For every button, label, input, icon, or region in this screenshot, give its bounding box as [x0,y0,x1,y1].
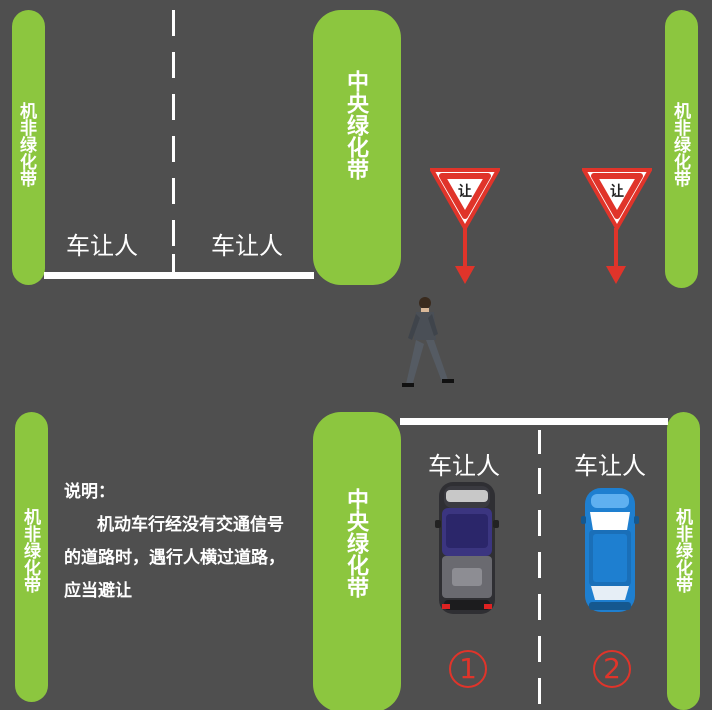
lane-divider-bottom-4 [538,552,541,578]
down-arrow-2 [606,228,626,284]
lane-divider-top-3 [172,94,175,120]
green-belt-top-left-label: 机非绿化带 [16,102,36,187]
lane-divider-top-6 [172,220,175,246]
lane-divider-bottom-7 [538,678,541,704]
yield-sign-2-text: 让 [610,183,624,200]
lane-label-top-right: 车让人 [211,232,283,260]
green-belt-bottom-left [15,412,48,702]
car-1-icon [435,482,499,614]
lane-divider-top-1 [172,10,175,36]
green-belt-top-left [12,10,45,285]
lane-divider-bottom-5 [538,594,541,620]
yield-sign-1: 让 [430,168,500,230]
pedestrian-icon [402,297,454,387]
lane-label-bottom-left: 车让人 [428,452,500,480]
median-top-label: 中央绿化带 [343,70,368,180]
green-belt-top-right [665,10,698,288]
note-line-2: 的道路时，遇行人横过道路， [64,548,285,568]
car-2-icon [581,488,639,612]
lane-label-bottom-right: 车让人 [574,452,646,480]
lane-divider-bottom-3 [538,510,541,536]
car-2-marker: 2 [593,650,631,688]
median-bottom-label: 中央绿化带 [343,488,368,598]
lane-divider-top-7 [172,254,175,272]
green-belt-bottom-right [667,412,700,710]
lane-divider-top-4 [172,136,175,162]
lane-divider-bottom-2 [538,468,541,494]
lane-divider-bottom-6 [538,636,541,662]
yield-sign-2: 让 [582,168,652,230]
lane-label-top-left: 车让人 [66,232,138,260]
median-top [313,10,401,285]
lane-divider-top-5 [172,178,175,204]
green-belt-bottom-left-label: 机非绿化带 [20,508,40,593]
lane-divider-bottom-1 [538,430,541,454]
stop-line-top [44,272,314,279]
stop-line-bottom [400,418,668,425]
green-belt-bottom-right-label: 机非绿化带 [672,508,692,593]
median-bottom [313,412,401,710]
yield-sign-1-text: 让 [458,183,472,200]
car-1-marker: 1 [449,650,487,688]
note-line-1: 机动车行经没有交通信号 [97,515,284,535]
green-belt-top-right-label: 机非绿化带 [670,102,690,187]
note-line-3: 应当避让 [64,581,132,601]
lane-divider-top-2 [172,52,175,78]
note-title: 说明： [64,482,115,502]
down-arrow-1 [455,228,475,284]
